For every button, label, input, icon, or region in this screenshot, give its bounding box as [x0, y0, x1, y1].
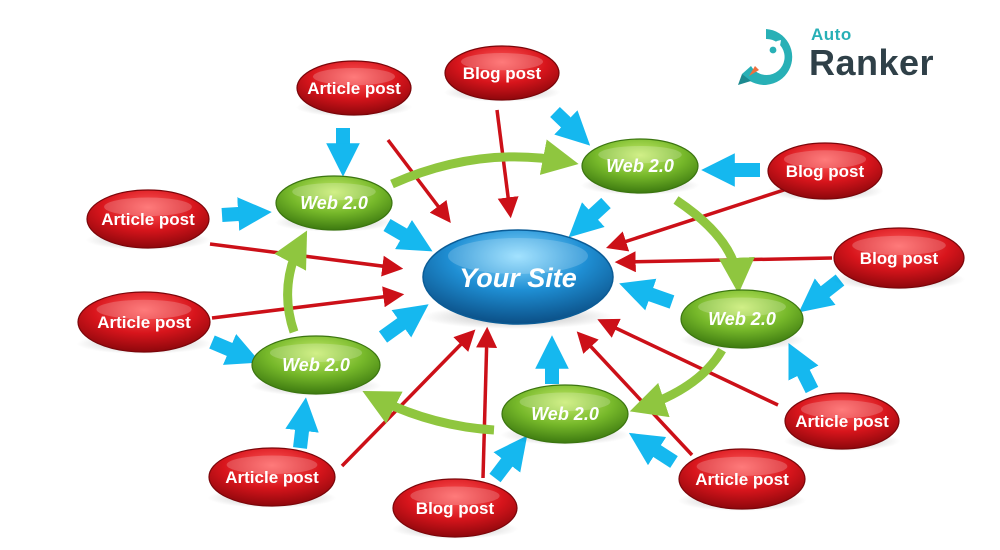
arrow-article4-to-web2-3 — [788, 342, 819, 394]
arrow-blog2-to-web2-5 — [209, 333, 261, 365]
arrow-article2-to-web2-1 — [221, 197, 272, 231]
web2-node: Web 2.0 — [250, 335, 382, 397]
blog-post-node: Blog post — [443, 45, 561, 102]
web2-node-label: Web 2.0 — [282, 355, 350, 375]
arrow-article5-to-web2-4 — [489, 435, 528, 483]
feed-arrows — [209, 106, 845, 483]
blog-post-node-label: Blog post — [786, 162, 865, 181]
article-post-node: Article post — [76, 291, 212, 355]
web2-node: Web 2.0 — [580, 138, 700, 195]
logo-text-auto: Auto — [811, 25, 852, 44]
arrow-blog1-to-web2-2 — [550, 106, 591, 146]
arrow-article2-to-site — [209, 242, 404, 277]
arrow-blog2-to-site — [211, 286, 405, 320]
web2-loop-arrows — [274, 139, 755, 435]
web2-node: Web 2.0 — [274, 175, 394, 232]
logo-text-ranker: Ranker — [809, 42, 935, 83]
arrow-article4-to-site — [597, 318, 779, 407]
article-post-node: Article post — [207, 447, 337, 509]
article-post-node: Article post — [85, 189, 211, 251]
article-post-node-label: Article post — [101, 210, 195, 229]
arrow-web2-2-to-web2-3 — [673, 196, 755, 294]
article-post-node-label: Article post — [307, 79, 401, 98]
blog-post-node: Blog post — [391, 478, 519, 540]
blog-post-node-label: Blog post — [860, 249, 939, 268]
article-post-node: Article post — [677, 448, 807, 512]
blog-post-node: Blog post — [766, 142, 884, 201]
your-site-node: Your Site — [422, 229, 614, 329]
rocket-icon — [738, 29, 793, 85]
autoranker-logo: Auto Ranker — [735, 22, 975, 90]
article-post-node-label: Article post — [97, 313, 191, 332]
article-post-node-label: Article post — [795, 412, 889, 431]
arrow-article5-to-site — [476, 326, 498, 479]
web2-node-label: Web 2.0 — [300, 193, 368, 213]
web2-node-label: Web 2.0 — [531, 404, 599, 424]
web2-node-label: Web 2.0 — [708, 309, 776, 329]
web2-node: Web 2.0 — [679, 289, 805, 351]
article-post-node: Article post — [783, 392, 901, 451]
arrow-blog3-to-web2-3 — [798, 274, 845, 313]
arrow-article1-to-site — [386, 138, 451, 224]
arrow-blog4-to-web2-4 — [628, 432, 678, 468]
article-post-node-label: Article post — [225, 468, 319, 487]
your-site-label: Your Site — [459, 263, 577, 293]
blog-post-node-label: Blog post — [463, 64, 542, 83]
blog-post-node-label: Blog post — [416, 499, 495, 518]
arrow-article6-to-site — [340, 329, 476, 468]
arrow-article6-to-web2-5 — [285, 397, 319, 449]
web2-node-label: Web 2.0 — [606, 156, 674, 176]
web2-node: Web 2.0 — [500, 384, 630, 446]
article-post-node-label: Article post — [695, 470, 789, 489]
arrow-web2-1-to-web2-2 — [390, 139, 579, 189]
arrow-web2-1-to-site — [383, 218, 433, 252]
arrow-web2-3-to-web2-4 — [629, 347, 726, 418]
arrow-web2-5-to-web2-1 — [274, 230, 308, 334]
blog-post-node: Blog post — [832, 227, 966, 291]
arrow-web2-3-to-site — [619, 278, 675, 311]
article-post-node: Article post — [295, 60, 413, 117]
arrow-web2-4-to-web2-5 — [362, 391, 495, 435]
arrow-web2-2-to-site — [568, 197, 611, 238]
arrow-blog3-to-site — [614, 251, 833, 273]
arrow-web2-5-to-site — [378, 304, 429, 343]
